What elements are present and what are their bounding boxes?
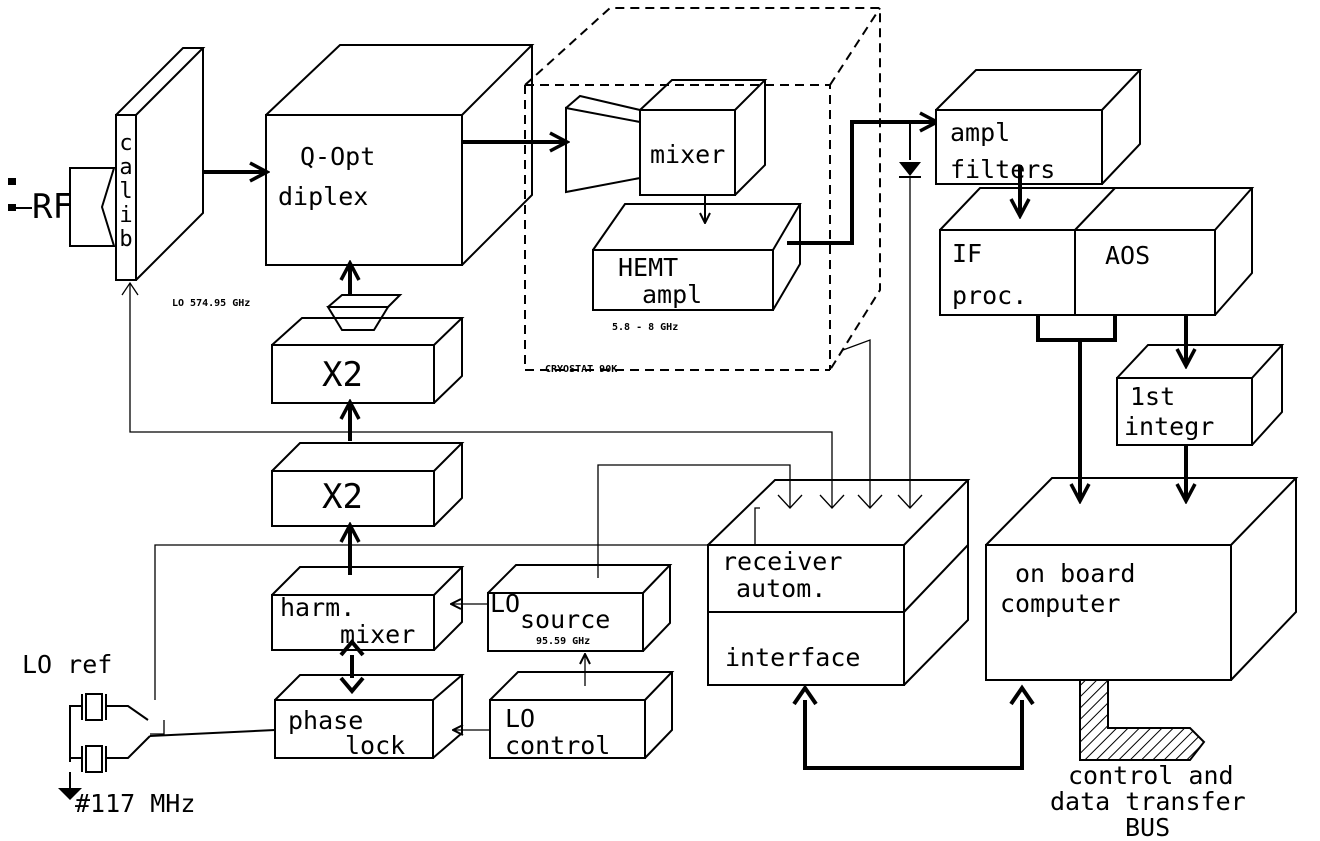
interface-label: interface	[725, 643, 860, 672]
integrator-block: 1st integr	[1116, 344, 1285, 446]
recv-label-2: autom.	[736, 574, 826, 603]
qopt-diplex-block: Q-Opt diplex	[265, 44, 535, 266]
x2-lower-label: X2	[322, 477, 363, 517]
if-label-2: proc.	[952, 281, 1027, 310]
x2-upper-label: X2	[322, 355, 363, 395]
calib-control-line	[129, 283, 833, 508]
harmonic-mixer-block: harm. mixer	[271, 566, 465, 651]
rf-label: RF	[32, 187, 73, 227]
phase-label-1: phase	[288, 706, 363, 735]
x2-upper-block: X2	[271, 317, 465, 404]
receiver-interface-block: receiver autom. interface	[707, 479, 971, 686]
qopt-label-2: diplex	[278, 182, 368, 211]
svg-text:l: l	[119, 179, 132, 204]
aos-label: AOS	[1105, 241, 1150, 270]
lo-ref-label: LO ref	[22, 650, 112, 679]
bus-label-3: BUS	[1125, 813, 1170, 841]
hemt-amplifier-block: HEMT ampl 5.8 - 8 GHz	[592, 203, 802, 333]
phase-lock-block: phase lock	[274, 674, 465, 760]
cryostat-label: CRYOSTAT 90K	[545, 364, 617, 375]
svg-text:b: b	[119, 227, 132, 252]
cryostat-control-line	[842, 339, 871, 508]
hemt-label-1: HEMT	[618, 253, 678, 282]
recv-label-1: receiver	[722, 547, 842, 576]
mixer-block: mixer	[565, 79, 768, 196]
ampl-label-2: filters	[950, 155, 1055, 184]
lo-source-label-2: source	[520, 605, 610, 634]
if-aos-output-bracket	[1036, 315, 1117, 342]
svg-text:a: a	[119, 155, 132, 180]
lo-source-freq: 95.59 GHz	[536, 636, 590, 647]
if-aos-block: IF proc. AOS	[939, 187, 1255, 316]
lo-source-control-line	[597, 464, 791, 578]
lo-reference: LO ref #117 MHz	[22, 650, 276, 818]
cryostat-enclosure: CRYOSTAT 90K	[524, 7, 881, 375]
hemt-label-2: ampl	[642, 280, 702, 309]
phase-label-2: lock	[345, 731, 405, 760]
svg-text:c: c	[119, 131, 132, 156]
interface-obc-link	[803, 700, 1024, 770]
integr-label-1: 1st	[1130, 382, 1175, 411]
lo-horn	[326, 264, 403, 331]
bus-label-1: control and	[1068, 761, 1234, 790]
harm-label-1: harm.	[280, 593, 355, 622]
qopt-label-1: Q-Opt	[300, 142, 375, 171]
obc-label-1: on board	[1015, 559, 1135, 588]
ampl-filters-block: ampl filters	[935, 69, 1143, 185]
ampl-label-1: ampl	[950, 118, 1010, 147]
loref-monitor-line	[154, 507, 760, 700]
detector-diode	[899, 122, 921, 178]
ref-freq-label: #117 MHz	[75, 789, 195, 818]
obc-label-2: computer	[1000, 589, 1120, 618]
data-bus: control and data transfer BUS	[1050, 679, 1246, 841]
loctl-label-2: control	[505, 731, 610, 760]
svg-text:i: i	[119, 203, 132, 228]
lo-frequency-label: LO 574.95 GHz	[172, 298, 250, 309]
x2-lower-block: X2	[271, 442, 465, 527]
lo-source-label-1: LO	[490, 589, 520, 618]
bus-label-2: data transfer	[1050, 787, 1246, 816]
if-band-label: 5.8 - 8 GHz	[612, 322, 678, 333]
lo-source-block: LO source 95.59 GHz	[487, 564, 673, 652]
if-label-1: IF	[952, 239, 982, 268]
loctl-label-1: LO	[505, 704, 535, 733]
onboard-computer-block: on board computer	[985, 477, 1299, 681]
lo-control-block: LO control	[489, 671, 675, 760]
integr-label-2: integr	[1124, 412, 1214, 441]
hemt-to-ampl-line	[787, 122, 936, 245]
mixer-label: mixer	[650, 140, 725, 169]
rf-input: RF	[8, 167, 116, 247]
